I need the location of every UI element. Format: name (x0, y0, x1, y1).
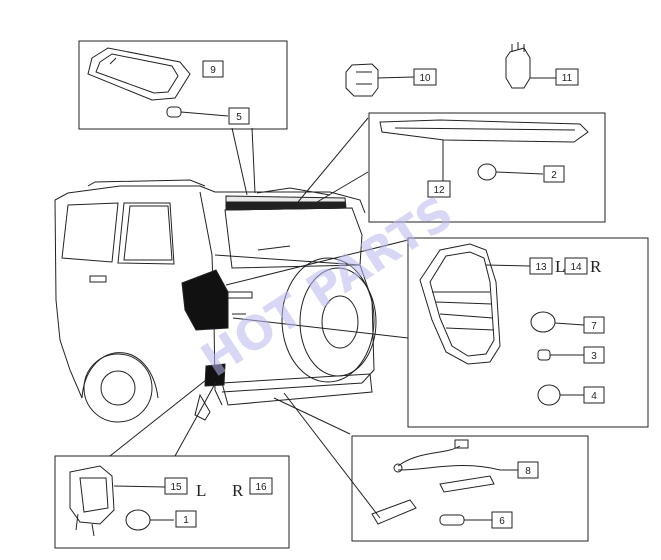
side-label-left: L (555, 257, 565, 276)
leader-lines (109, 117, 409, 519)
bulb-icon (125, 509, 174, 531)
callout-16[interactable]: 16 (249, 477, 273, 495)
svg-text:8: 8 (525, 466, 531, 477)
svg-text:4: 4 (591, 391, 597, 402)
license-lamp-icon (371, 439, 518, 525)
high-mount-stop-lamp-icon (379, 119, 589, 181)
bulb-icon (166, 106, 229, 118)
side-label-right: R (590, 257, 602, 276)
callout-8[interactable]: 8 (517, 461, 539, 479)
svg-text:11: 11 (562, 73, 573, 84)
high-mount-stop-lamp-box (368, 112, 606, 223)
bulb-icon (530, 311, 585, 333)
courtesy-lamp-icon (87, 47, 191, 101)
svg-text:9: 9 (210, 65, 216, 76)
callout-14[interactable]: 14 (564, 257, 588, 275)
svg-text:13: 13 (535, 262, 547, 273)
callout-1[interactable]: 1 (175, 510, 197, 528)
svg-text:5: 5 (236, 112, 242, 123)
fog-lamp-box (54, 455, 290, 549)
callout-6[interactable]: 6 (491, 511, 513, 529)
svg-text:16: 16 (255, 482, 267, 493)
vehicle-illustration (54, 179, 377, 423)
callout-5[interactable]: 5 (228, 107, 250, 125)
svg-text:3: 3 (591, 351, 597, 362)
bulb-icon (537, 384, 584, 406)
courtesy-lamp-box (78, 40, 288, 130)
callout-10[interactable]: 10 (413, 68, 437, 86)
svg-text:2: 2 (551, 170, 557, 181)
callout-11[interactable]: 11 (555, 68, 579, 86)
side-label-right: R (232, 481, 244, 500)
callout-13[interactable]: 13 (529, 257, 553, 275)
bulb-icon (537, 349, 584, 361)
svg-text:12: 12 (433, 185, 445, 196)
svg-text:15: 15 (170, 482, 182, 493)
bulb-socket-icon (505, 42, 556, 89)
bulb-socket-icon (345, 63, 415, 97)
callout-7[interactable]: 7 (583, 316, 605, 334)
tail-lamp-assembly-icon (419, 243, 531, 365)
bulb-icon (477, 163, 544, 181)
callout-9[interactable]: 9 (202, 60, 224, 78)
svg-text:6: 6 (499, 516, 505, 527)
svg-text:7: 7 (591, 321, 597, 332)
callout-3[interactable]: 3 (583, 346, 605, 364)
license-lamp-box (351, 435, 589, 542)
fog-lamp-icon (69, 465, 166, 537)
callout-12[interactable]: 12 (427, 180, 451, 198)
bulb-icon (439, 514, 492, 526)
side-label-left: L (196, 481, 206, 500)
tail-lamp-box (407, 237, 649, 428)
callout-2[interactable]: 2 (543, 165, 565, 183)
svg-text:10: 10 (419, 73, 431, 84)
svg-text:14: 14 (570, 262, 582, 273)
callout-4[interactable]: 4 (583, 386, 605, 404)
svg-text:1: 1 (183, 515, 189, 526)
callout-15[interactable]: 15 (164, 477, 188, 495)
